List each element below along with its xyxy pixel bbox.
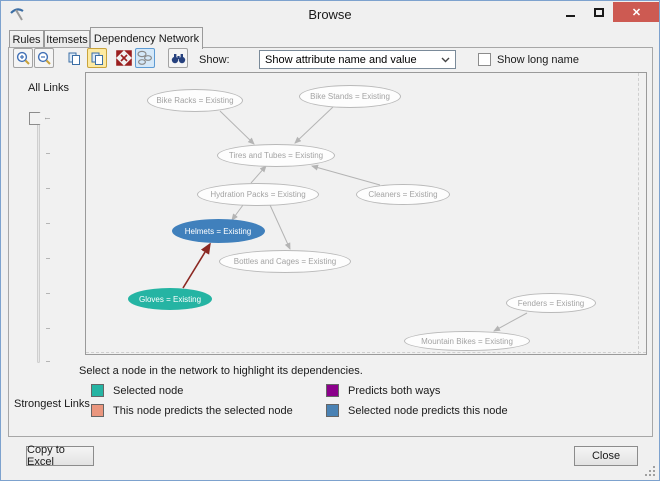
node-bottles-and-cages[interactable]: Bottles and Cages = Existing	[219, 249, 351, 273]
copy-graph-view-button[interactable]	[64, 48, 84, 68]
close-dialog-button[interactable]: Close	[574, 446, 638, 466]
slider-tick	[46, 188, 50, 189]
find-node-button[interactable]	[168, 48, 188, 68]
show-mode-value: Show attribute name and value	[265, 53, 417, 66]
show-long-name-label: Show long name	[497, 54, 579, 66]
maximize-icon	[593, 7, 604, 17]
legend-label-selected: Selected node	[113, 385, 184, 397]
legend-label-both-ways: Predicts both ways	[348, 385, 441, 397]
node-helmets[interactable]: Helmets = Existing	[171, 219, 265, 243]
node-gloves[interactable]: Gloves = Existing	[128, 288, 212, 310]
tab-rules[interactable]: Rules	[9, 30, 44, 48]
show-long-name-checkbox[interactable]	[478, 53, 491, 66]
resize-grip[interactable]	[645, 466, 655, 476]
chevron-down-icon	[441, 57, 450, 63]
zoom-in-button[interactable]	[13, 48, 33, 68]
node-tires-and-tubes[interactable]: Tires and Tubes = Existing	[217, 143, 335, 167]
links-slider-track[interactable]	[37, 117, 40, 363]
fit-to-screen-button[interactable]	[114, 48, 134, 68]
slider-tick	[46, 258, 50, 259]
zoom-out-button[interactable]	[34, 48, 54, 68]
graph-layout-icon	[137, 50, 153, 65]
magnifier-plus-icon	[16, 51, 30, 65]
legend-swatch-predicts-selected	[91, 404, 104, 417]
magnifier-minus-icon	[37, 51, 51, 65]
node-mountain-bikes[interactable]: Mountain Bikes = Existing	[404, 331, 530, 351]
close-button[interactable]: ✕	[613, 2, 659, 22]
node-bike-stands[interactable]: Bike Stands = Existing	[299, 84, 401, 108]
maximize-button[interactable]	[585, 2, 612, 22]
slider-tick	[46, 153, 50, 154]
tab-itemsets[interactable]: Itemsets	[44, 30, 90, 48]
strongest-links-label: Strongest Links	[14, 398, 90, 410]
slider-tick	[46, 118, 50, 119]
node-cleaners[interactable]: Cleaners = Existing	[356, 183, 450, 205]
slider-tick	[46, 361, 50, 362]
links-slider-thumb[interactable]	[29, 112, 46, 125]
fit-arrows-icon	[116, 50, 132, 66]
legend-swatch-selected-predicts	[326, 404, 339, 417]
minimize-button[interactable]	[557, 2, 583, 22]
network-edges	[182, 106, 528, 332]
graph-page-bound-horizontal	[86, 352, 646, 353]
copy-icon	[68, 52, 80, 65]
legend-swatch-both-ways	[326, 384, 339, 397]
node-hydration-packs[interactable]: Hydration Packs = Existing	[197, 182, 319, 206]
legend-label-predicts-selected: This node predicts the selected node	[113, 405, 293, 417]
binoculars-icon	[171, 53, 185, 63]
show-mode-dropdown[interactable]: Show attribute name and value	[259, 50, 456, 69]
slider-tick	[46, 223, 50, 224]
all-links-label: All Links	[28, 82, 69, 94]
tab-dependency-network[interactable]: Dependency Network	[90, 27, 203, 49]
legend-label-selected-predicts: Selected node predicts this node	[348, 405, 508, 417]
node-fenders[interactable]: Fenders = Existing	[506, 293, 596, 313]
mining-pickaxe-icon	[10, 8, 24, 21]
slider-tick	[46, 328, 50, 329]
copy-all-icon	[91, 52, 103, 65]
window-title: Browse	[308, 7, 352, 22]
graph-layout-button[interactable]	[135, 48, 155, 68]
minimize-icon	[565, 15, 575, 17]
graph-page-bound-vertical	[638, 73, 639, 354]
network-instruction: Select a node in the network to highligh…	[79, 365, 363, 377]
slider-tick	[46, 293, 50, 294]
close-icon: ✕	[631, 6, 642, 19]
node-bike-racks[interactable]: Bike Racks = Existing	[147, 88, 243, 112]
copy-to-excel-button[interactable]: Copy to Excel	[26, 444, 94, 468]
dependency-network-canvas[interactable]: Bike Racks = Existing Bike Stands = Exist…	[85, 72, 647, 355]
copy-entire-graph-button[interactable]	[87, 48, 107, 68]
show-label: Show:	[199, 54, 230, 66]
titlebar: Browse ✕	[1, 1, 659, 27]
legend-swatch-selected	[91, 384, 104, 397]
